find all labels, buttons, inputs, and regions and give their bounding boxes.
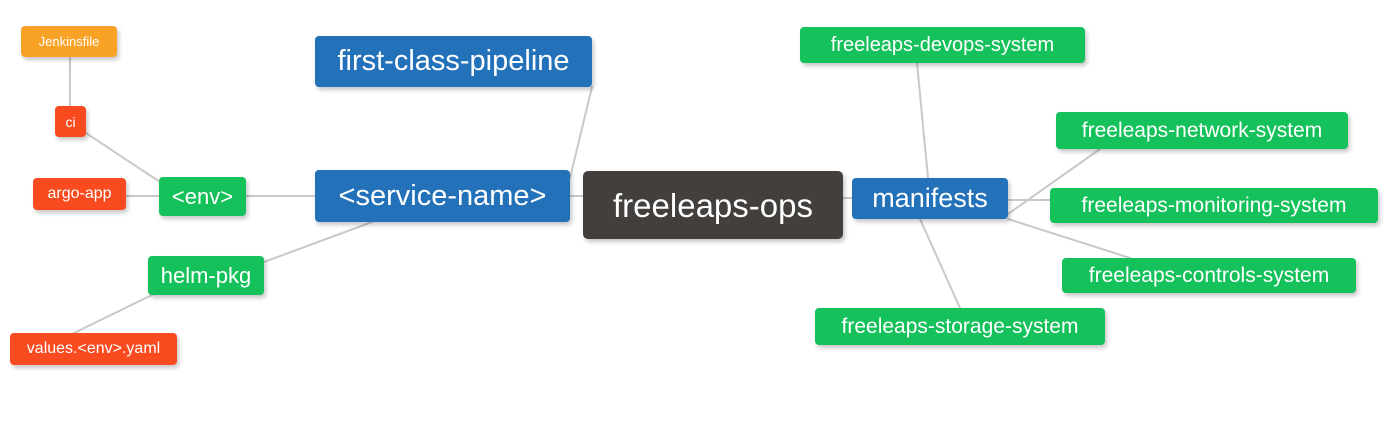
- mindmap-node-label: argo-app: [47, 185, 112, 202]
- mindmap-node-label: manifests: [872, 183, 988, 213]
- mindmap-node-controls-system[interactable]: freeleaps-controls-system: [1062, 258, 1356, 293]
- edge-ci-to-env: [85, 132, 161, 183]
- mindmap-node-label: ci: [65, 113, 76, 130]
- mindmap-node-label: freeleaps-devops-system: [830, 34, 1055, 56]
- mindmap-node-label: first-class-pipeline: [337, 45, 570, 77]
- edge-manifests-to-network-system: [1007, 148, 1101, 215]
- edge-manifests-to-devops-system: [916, 62, 929, 179]
- mindmap-node-label: helm-pkg: [160, 262, 252, 288]
- mindmap-node-first-class-pipeline[interactable]: first-class-pipeline: [315, 36, 592, 87]
- mindmap-node-storage-system[interactable]: freeleaps-storage-system: [815, 308, 1105, 345]
- mindmap-node-label: freeleaps-storage-system: [841, 315, 1079, 338]
- mindmap-node-env[interactable]: <env>: [159, 177, 246, 216]
- mindmap-node-label: freeleaps-ops: [613, 186, 813, 224]
- mindmap-node-helm-pkg[interactable]: helm-pkg: [148, 256, 264, 295]
- edge-manifests-to-storage-system: [919, 218, 961, 309]
- mindmap-node-values-yaml[interactable]: values.<env>.yaml: [10, 333, 177, 365]
- edge-service-name-to-first-class-pipeline: [569, 86, 593, 179]
- mindmap-node-network-system[interactable]: freeleaps-network-system: [1056, 112, 1348, 149]
- mindmap-node-label: freeleaps-network-system: [1081, 119, 1323, 142]
- edge-manifests-to-controls-system: [1007, 218, 1131, 259]
- edge-service-name-to-helm-pkg: [263, 221, 373, 263]
- mindmap-node-jenkinsfile[interactable]: Jenkinsfile: [21, 26, 117, 57]
- mindmap-node-label: values.<env>.yaml: [26, 340, 161, 357]
- mindmap-node-label: freeleaps-controls-system: [1088, 264, 1330, 287]
- mindmap-node-label: <env>: [171, 183, 234, 209]
- mindmap-node-devops-system[interactable]: freeleaps-devops-system: [800, 27, 1085, 63]
- mindmap-node-manifests[interactable]: manifests: [852, 178, 1008, 219]
- mindmap-node-argo-app[interactable]: argo-app: [33, 178, 126, 210]
- mindmap-node-monitoring-system[interactable]: freeleaps-monitoring-system: [1050, 188, 1378, 223]
- mindmap-node-label: freeleaps-monitoring-system: [1081, 194, 1347, 217]
- mindmap-node-ci[interactable]: ci: [55, 106, 86, 137]
- mindmap-node-label: <service-name>: [338, 179, 547, 212]
- mindmap-node-freeleaps-ops[interactable]: freeleaps-ops: [583, 171, 843, 239]
- mindmap-node-service-name[interactable]: <service-name>: [315, 170, 570, 222]
- mindmap-node-label: Jenkinsfile: [38, 34, 100, 49]
- edge-helm-pkg-to-values-yaml: [71, 291, 159, 335]
